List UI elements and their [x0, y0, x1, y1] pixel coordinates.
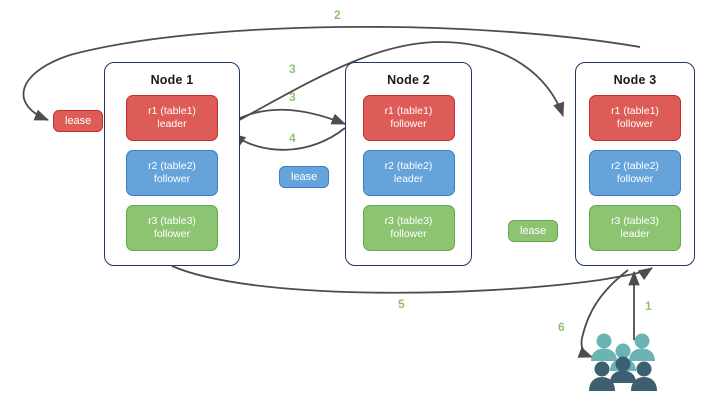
edge-label-6: 6	[558, 320, 565, 334]
node-2-replica-r1[interactable]: r1 (table1) follower	[362, 95, 455, 141]
node-3-replica-r1-name: r1 (table1)	[611, 105, 659, 117]
edge-label-1: 1	[645, 299, 652, 313]
node-1-title: Node 1	[150, 73, 194, 87]
node-3-replica-r3-name: r3 (table3)	[611, 215, 659, 227]
users-icon	[586, 330, 666, 400]
node-1-replica-r1-role: leader	[157, 118, 187, 130]
node-2-replica-r1-name: r1 (table1)	[384, 105, 433, 117]
node-1-replica-r1[interactable]: r1 (table1) leader	[126, 95, 218, 141]
node-2[interactable]: Node 2 r1 (table1) follower r2 (table2) …	[345, 62, 472, 266]
node-2-replica-r3-name: r3 (table3)	[384, 215, 433, 227]
node-3-replica-r2-role: follower	[616, 173, 654, 185]
node-2-title: Node 2	[387, 73, 430, 87]
node-2-replica-r2[interactable]: r2 (table2) leader	[362, 150, 455, 196]
node-1[interactable]: Node 1 r1 (table1) leader r2 (table2) fo…	[104, 62, 240, 266]
lease-badge-r1[interactable]: lease	[53, 110, 104, 132]
node-3-replica-r1-role: follower	[616, 118, 654, 130]
lease-badge-r2[interactable]: lease	[279, 166, 330, 188]
edge-label-2: 2	[334, 8, 341, 22]
node-3-replica-r3-role: leader	[620, 228, 650, 240]
node-3-replica-r2[interactable]: r2 (table2) follower	[589, 150, 681, 196]
node-1-replica-r2-name: r2 (table2)	[148, 160, 196, 172]
node-1-replica-r3[interactable]: r3 (table3) follower	[126, 205, 218, 251]
node-3-title: Node 3	[613, 73, 657, 87]
edge-5-path	[171, 265, 653, 294]
node-2-replica-r2-role: leader	[393, 173, 424, 185]
edge-label-3-long: 3	[289, 62, 296, 76]
lease-badge-r3[interactable]: lease	[508, 220, 559, 242]
node-3-replica-r3[interactable]: r3 (table3) leader	[589, 205, 681, 251]
node-1-replica-r2[interactable]: r2 (table2) follower	[126, 150, 218, 196]
node-2-replica-r3[interactable]: r3 (table3) follower	[362, 205, 455, 251]
node-1-replica-r3-name: r3 (table3)	[148, 215, 196, 227]
edge-label-5: 5	[398, 297, 405, 311]
node-3[interactable]: Node 3 r1 (table1) follower r2 (table2) …	[575, 62, 695, 266]
node-1-replica-r3-role: follower	[153, 228, 191, 240]
node-3-replica-r1[interactable]: r1 (table1) follower	[589, 95, 681, 141]
edge-label-3-short: 3	[289, 90, 296, 104]
node-1-replica-r1-name: r1 (table1)	[148, 105, 196, 117]
node-1-replica-r2-role: follower	[153, 173, 191, 185]
node-2-replica-r3-role: follower	[390, 228, 427, 240]
node-2-replica-r2-name: r2 (table2)	[384, 160, 433, 172]
node-3-replica-r2-name: r2 (table2)	[611, 160, 659, 172]
node-2-replica-r1-role: follower	[390, 118, 427, 130]
edge-3-short-path	[227, 108, 347, 125]
edge-label-4: 4	[289, 131, 296, 145]
